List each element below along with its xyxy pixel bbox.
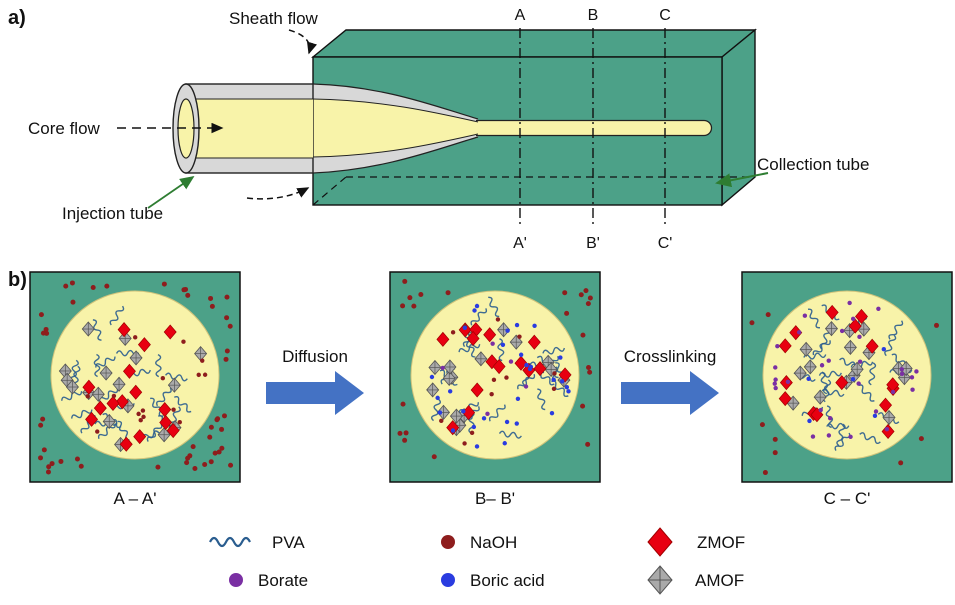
legend-label-amof: AMOF [695, 571, 744, 590]
cross-section-a: A – A' [29, 271, 241, 508]
legend-label-zmof: ZMOF [697, 533, 745, 552]
crosslinking-block-arrow-icon [621, 371, 719, 415]
legend-item-amof: AMOF [647, 565, 744, 595]
funnel-core-outline-top [312, 98, 479, 123]
panel-b-letter: b) [8, 269, 27, 291]
section-label-b-prime: B' [586, 235, 600, 252]
section-label-b: B [588, 7, 599, 24]
boric-acid-dot-icon [441, 573, 455, 587]
legend: PVA NaOH ZMOF Borate Boric acid AMOF [209, 527, 745, 595]
box-top-face [311, 29, 757, 58]
injection-tube-callout: Injection tube [62, 175, 195, 223]
core-flow-label: Core flow [28, 119, 101, 138]
collection-tube-label: Collection tube [757, 155, 869, 174]
injection-tube-core [186, 99, 313, 158]
section-label-c-prime: C' [658, 235, 673, 252]
legend-label-borate: Borate [258, 571, 308, 590]
cross-section-a-particles [38, 280, 234, 475]
box-hidden-edges [312, 176, 752, 206]
cross-section-a-caption: A – A' [114, 489, 157, 508]
pva-squiggle-icon [209, 536, 251, 548]
injection-tube [172, 83, 314, 174]
sheath-flow-label: Sheath flow [229, 9, 319, 28]
diffusion-block-arrow-icon [266, 371, 364, 415]
panel-b: b) A – A' Diffusion B– B' Crosslinking C… [8, 269, 953, 508]
funnel-core-outline-bottom [312, 133, 479, 158]
funnel-outline-bottom [312, 136, 479, 174]
injection-tube-label: Injection tube [62, 204, 163, 223]
legend-item-borate: Borate [229, 571, 308, 590]
diffusion-arrow: Diffusion [266, 347, 364, 415]
injection-tube-pointer [147, 175, 195, 209]
borate-dot-icon [229, 573, 243, 587]
legend-item-pva: PVA [209, 533, 305, 552]
cross-section-c: C – C' [741, 271, 953, 508]
collection-tube-pointer [715, 172, 769, 188]
panel-a: a) [8, 7, 869, 252]
legend-item-zmof: ZMOF [647, 527, 745, 557]
cross-section-b: B– B' [389, 271, 601, 508]
legend-item-naoh: NaOH [441, 533, 517, 552]
cross-section-c-particles [749, 300, 940, 476]
tapered-channel [312, 83, 713, 174]
section-label-a-prime: A' [513, 235, 527, 252]
collection-tube-callout: Collection tube [715, 155, 869, 188]
crosslinking-label: Crosslinking [624, 347, 717, 366]
diffusion-label: Diffusion [282, 347, 348, 366]
section-label-a: A [515, 7, 526, 24]
funnel-outline-top [312, 83, 479, 120]
cross-section-c-caption: C – C' [824, 489, 871, 508]
legend-item-boric-acid: Boric acid [441, 571, 545, 590]
naoh-dot-icon [441, 535, 455, 549]
legend-label-boric-acid: Boric acid [470, 571, 545, 590]
cross-section-b-caption: B– B' [475, 489, 515, 508]
sheath-flow-arrow-top [288, 29, 318, 55]
legend-label-naoh: NaOH [470, 533, 517, 552]
sheath-flow-arrow-bottom [246, 187, 310, 200]
sheath-flow-callout: Sheath flow [229, 9, 319, 200]
zmof-diamond-icon [647, 527, 673, 557]
crosslinking-arrow: Crosslinking [621, 347, 719, 415]
section-label-c: C [659, 7, 671, 24]
core-jet-tube [476, 119, 713, 137]
core-flow-callout: Core flow [28, 119, 224, 138]
amof-diamond-icon [647, 565, 673, 595]
cross-section-b-particles [397, 278, 593, 460]
panel-a-letter: a) [8, 7, 26, 29]
legend-label-pva: PVA [272, 533, 305, 552]
section-lines: A B C A' B' C' [513, 7, 672, 252]
